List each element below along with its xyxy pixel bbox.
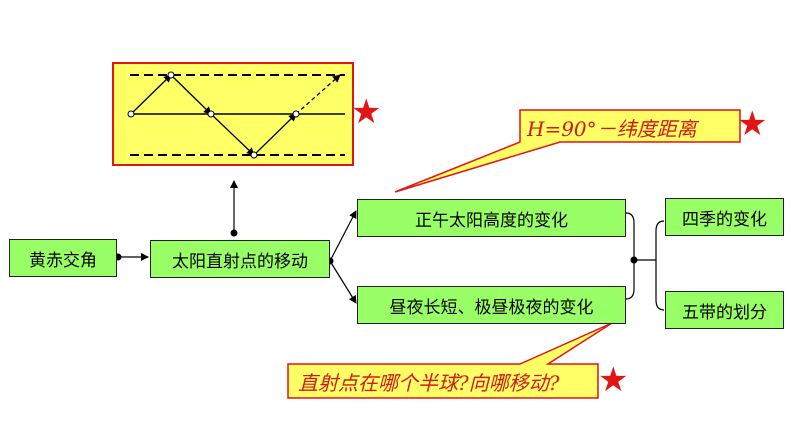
sun-path-seg <box>295 74 341 115</box>
box-seasons: 四季的变化 <box>665 198 784 236</box>
box-ecliptic-angle: 黄赤交角 <box>9 239 117 277</box>
connector <box>329 260 357 304</box>
star-icon: ★ <box>737 104 768 144</box>
sun-path-seg <box>130 74 172 115</box>
sun-path-seg <box>210 113 255 156</box>
box-climate-zones: 五带的划分 <box>665 291 784 329</box>
split-bracket <box>655 220 665 311</box>
formula-text: H=90°－纬度距离 <box>527 117 697 141</box>
sun-path-seg <box>253 113 297 156</box>
sun-path-seg <box>170 74 212 115</box>
box-subsolar-movement: 太阳直射点的移动 <box>150 240 330 278</box>
question-callout-shape <box>287 322 613 399</box>
formula-callout-shape <box>394 109 741 193</box>
box-day-length: 昼夜长短、极昼极夜的变化 <box>357 286 626 324</box>
star-icon: ★ <box>351 92 382 132</box>
merge-bracket <box>625 212 635 300</box>
star-icon: ★ <box>598 360 629 400</box>
connector <box>329 210 357 262</box>
question-text: 直射点在哪个半球?向哪移动? <box>298 371 560 395</box>
box-noon-altitude: 正午太阳高度的变化 <box>357 199 626 237</box>
